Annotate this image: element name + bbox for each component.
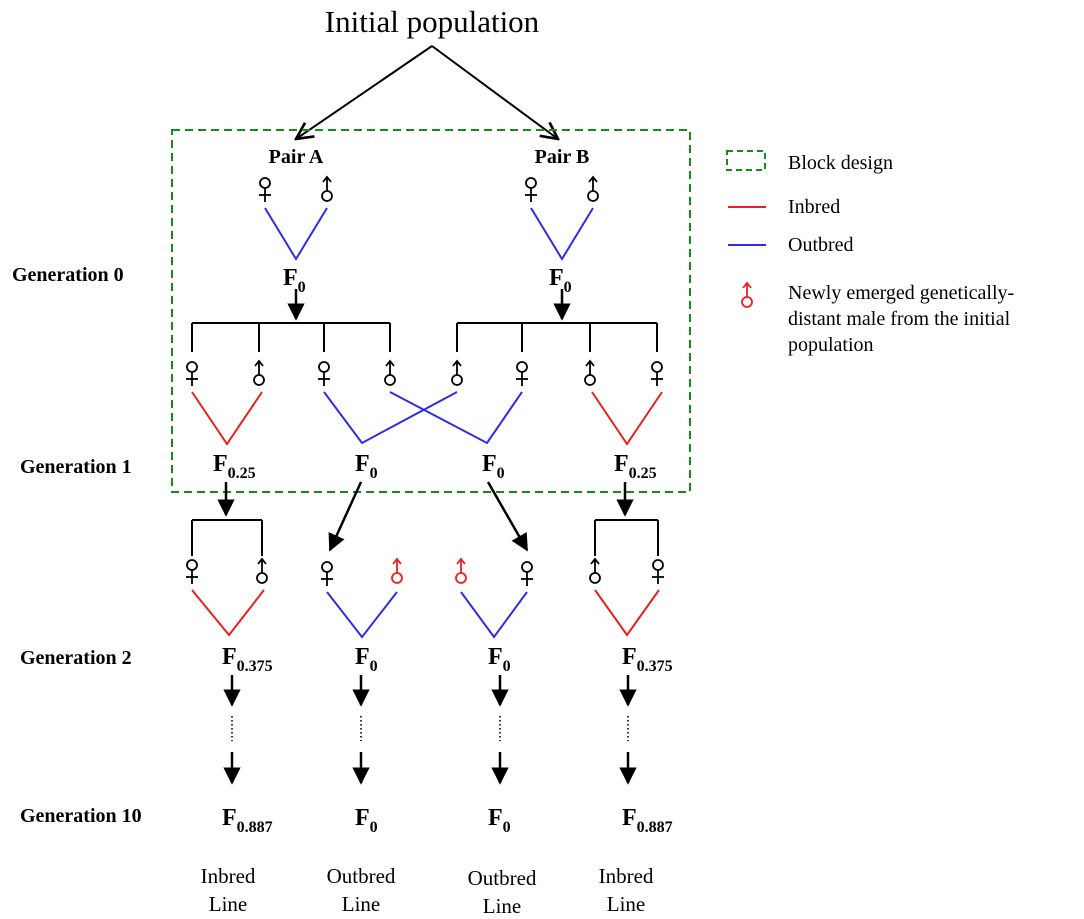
line4-gen2-bracket (594, 519, 659, 556)
female-icon (186, 361, 198, 386)
coefficient-gen0-pair-b: F0 (549, 265, 572, 296)
female-icon (259, 177, 271, 202)
svg-text:Outbred: Outbred (327, 864, 396, 888)
coefficient-gen2-line4: F0.375 (622, 644, 673, 675)
gen1-inbred-mating-a (191, 391, 263, 446)
legend-new-male-icon (741, 281, 753, 308)
coefficient-gen10-line1: F0.887 (222, 805, 273, 836)
svg-text:Line: Line (607, 892, 645, 916)
svg-text:Line: Line (342, 892, 380, 916)
legend-new-male-line2: distant male from the initial (788, 308, 1011, 330)
svg-text:Line: Line (209, 892, 247, 916)
legend-new-male-line1: Newly emerged genetically- (788, 282, 1014, 304)
new-male-icon (455, 557, 467, 584)
female-icon (525, 177, 537, 202)
pair-b-offspring-bracket (456, 322, 658, 352)
male-icon (384, 359, 396, 386)
svg-text:Line: Line (483, 894, 521, 918)
female-icon (652, 559, 664, 584)
legend-block-label: Block design (788, 152, 893, 174)
coefficient-gen2-line2: F0 (355, 644, 378, 675)
pair-a-offspring-bracket (191, 322, 391, 352)
coefficient-gen10-line4: F0.887 (622, 805, 673, 836)
arrow-to-pair-a (296, 45, 433, 139)
gen1-outbred-mating-1 (323, 391, 458, 445)
male-icon (321, 175, 333, 202)
female-icon (651, 361, 663, 386)
male-icon (451, 359, 463, 386)
arrow-to-pair-b (431, 45, 558, 139)
legend-block-swatch (726, 150, 766, 171)
male-icon (584, 359, 596, 386)
svg-text:Inbred: Inbred (201, 864, 256, 888)
line2-type-label: Outbred Line (327, 864, 396, 916)
female-icon (321, 561, 333, 586)
coefficient-gen0-pair-a: F0 (283, 265, 306, 296)
arrow-line3-gen2 (486, 481, 529, 552)
arrow-line2-gen2 (328, 481, 363, 552)
generation-2-label: Generation 2 (20, 647, 132, 669)
legend: Block design Inbred Outbred Newly emerge… (726, 150, 1014, 356)
svg-text:Inbred: Inbred (599, 864, 654, 888)
block-design-box (171, 129, 691, 493)
gen1-inbred-mating-b (591, 391, 663, 446)
coefficient-gen1-line2: F0 (355, 451, 378, 482)
coefficient-gen1-line3: F0 (482, 451, 505, 482)
generation-1-label: Generation 1 (20, 456, 132, 478)
continuation-arrows (223, 675, 637, 785)
gen2-outbred-mating-line3 (460, 591, 528, 639)
line1-gen2-bracket (191, 519, 263, 556)
sex-symbols (186, 175, 664, 586)
legend-inbred-label: Inbred (788, 196, 840, 218)
generation-10-label: Generation 10 (20, 805, 142, 827)
female-icon (521, 561, 533, 586)
new-male-legend-icon (741, 281, 753, 308)
gen1-outbred-mating-2 (389, 391, 523, 445)
svg-text:Outbred: Outbred (468, 866, 537, 890)
legend-new-male-line3: population (788, 334, 874, 356)
female-icon (516, 361, 528, 386)
gen2-inbred-mating-line4 (594, 589, 660, 637)
male-icon (587, 175, 599, 202)
pair-a-mating-lines (264, 207, 328, 261)
coefficient-gen10-line2: F0 (355, 805, 378, 836)
new-male-icon (391, 557, 403, 584)
male-icon (253, 359, 265, 386)
line4-type-label: Inbred Line (599, 864, 654, 916)
pair-b-label: Pair B (535, 146, 590, 168)
gen2-inbred-mating-line1 (191, 589, 265, 637)
line1-type-label: Inbred Line (201, 864, 256, 916)
pair-a-label: Pair A (269, 146, 324, 168)
male-icon (589, 557, 601, 584)
line3-type-label: Outbred Line (468, 866, 537, 918)
female-icon (186, 559, 198, 584)
diagram-title: Initial population (325, 4, 540, 39)
coefficient-gen1-line1: F0.25 (213, 451, 256, 482)
coefficient-gen2-line3: F0 (488, 644, 511, 675)
gen2-outbred-mating-line2 (326, 591, 398, 639)
pair-b-mating-lines (530, 207, 594, 261)
coefficient-gen10-line3: F0 (488, 805, 511, 836)
coefficient-gen2-line1: F0.375 (222, 644, 273, 675)
legend-outbred-label: Outbred (788, 234, 854, 256)
generation-0-label: Generation 0 (12, 264, 124, 286)
male-icon (256, 557, 268, 584)
coefficient-gen1-line4: F0.25 (614, 451, 657, 482)
female-icon (318, 361, 330, 386)
